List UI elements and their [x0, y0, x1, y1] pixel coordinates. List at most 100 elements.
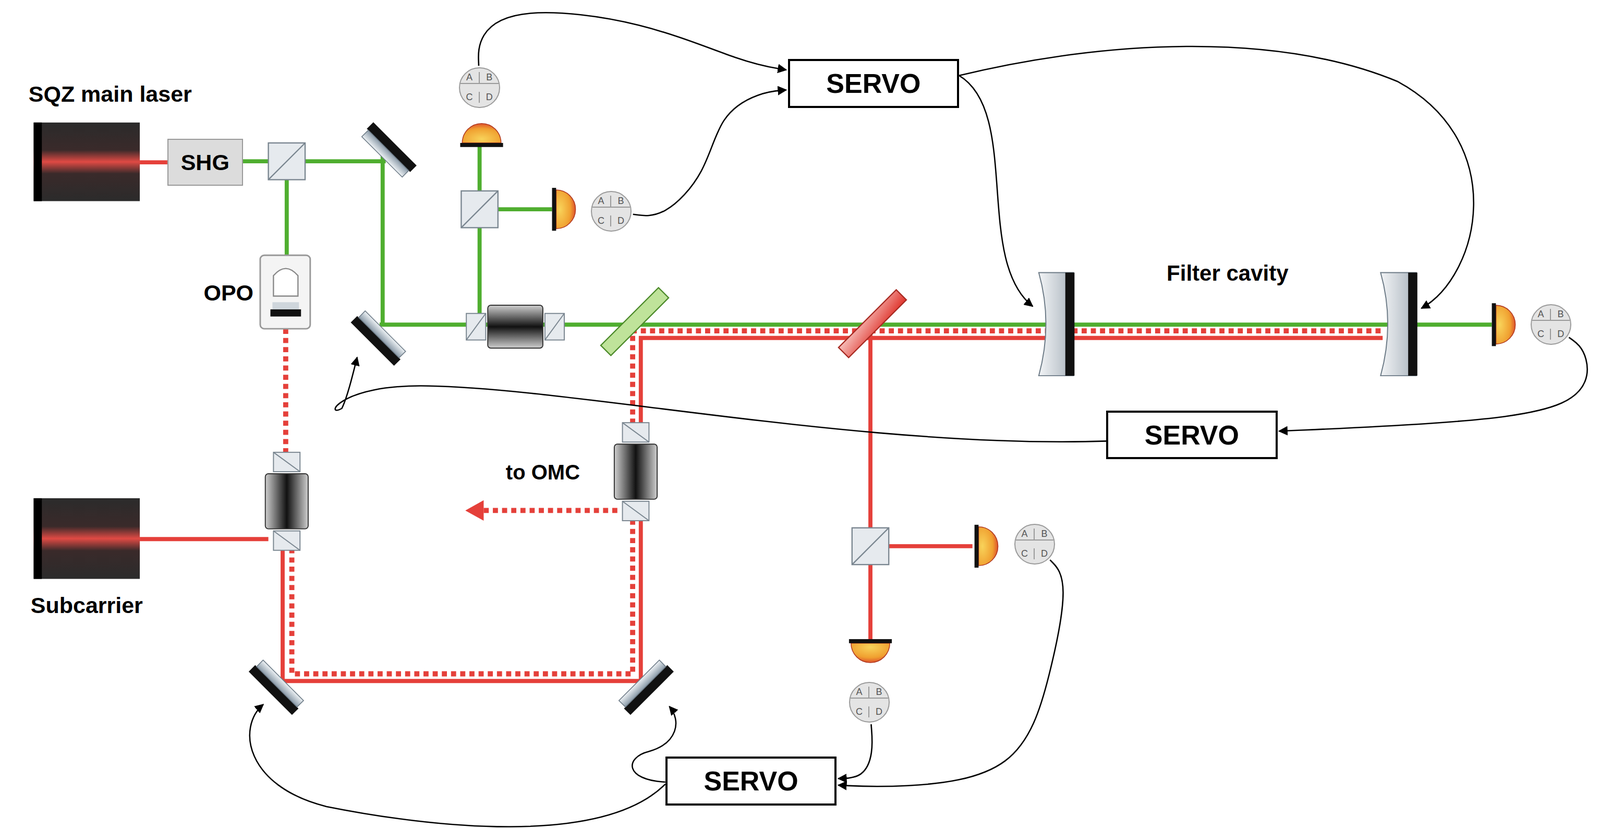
actuator-wire	[959, 46, 1474, 309]
node-text: SERVO	[1144, 419, 1240, 451]
quadrant-letter: C	[850, 706, 870, 718]
squeezed-beam	[481, 507, 618, 514]
photodiode	[849, 638, 892, 663]
photodiode	[974, 524, 999, 568]
beamsplitter	[461, 190, 498, 228]
node-text: SQZ main laser	[28, 81, 192, 107]
laser-heading: Subcarrier	[27, 591, 147, 620]
red-beam	[139, 162, 1383, 681]
squeezed-beam	[632, 330, 1383, 424]
steering-mirror	[248, 658, 306, 715]
quadrant-letter: A	[1531, 308, 1551, 321]
steering-mirror	[617, 658, 674, 715]
filter-cavity-mirror	[1408, 272, 1418, 376]
quadrant-letter: B	[869, 686, 889, 699]
beamsplitter	[852, 527, 889, 565]
quadrant-letter: D	[1034, 548, 1054, 560]
quadrant-photodiode: ABCD	[849, 681, 890, 723]
filter-cavity-mirror	[1038, 272, 1075, 376]
quadrant-letter: C	[1531, 328, 1551, 340]
quadrant-photodiode: ABCD	[1014, 523, 1056, 565]
output-label: to OMC	[505, 460, 580, 484]
faraday-isolator	[265, 452, 309, 551]
quadrant-letter: D	[479, 91, 500, 103]
photodiode	[849, 638, 892, 663]
node-text: SERVO	[826, 67, 921, 100]
omc-arrowhead	[465, 500, 484, 521]
dichroic-mirror	[600, 287, 669, 356]
subcarrier-laser	[33, 498, 140, 579]
red-beam	[139, 160, 168, 165]
quadrant-letter: A	[459, 71, 480, 84]
red-beam	[888, 543, 973, 549]
quadrant-letter: A	[850, 686, 870, 699]
squeezed-beam	[292, 520, 634, 674]
quadrant-letter: A	[1015, 528, 1035, 541]
node-text: Subcarrier	[30, 592, 143, 618]
signal-wire	[478, 12, 786, 70]
red-beam	[868, 564, 873, 644]
cavity-label: Filter cavity	[1166, 260, 1289, 286]
servo-box: SERVO	[665, 756, 838, 806]
quadrant-letter: A	[591, 195, 612, 208]
steering-mirror	[360, 122, 417, 179]
quadrant-letter: B	[479, 71, 500, 84]
quadrant-letter: C	[459, 91, 480, 103]
filter-cavity-mirror	[1065, 272, 1075, 376]
red-beam	[282, 520, 641, 681]
actuator-wire	[249, 46, 1474, 827]
signal-wire	[838, 559, 1063, 786]
faraday-isolator	[614, 422, 658, 521]
sqz-main-laser	[33, 122, 140, 202]
opo-cavity	[260, 255, 311, 329]
quadrant-letter: B	[611, 195, 631, 208]
faraday-isolator	[466, 305, 565, 348]
steering-mirror	[350, 309, 408, 366]
filter-cavity-mirror	[1380, 272, 1417, 376]
faraday-isolator	[265, 452, 309, 551]
actuator-wire	[959, 75, 1033, 307]
green-beam	[380, 153, 385, 325]
dichroic-mirror	[838, 289, 907, 358]
servo-box: SERVO	[1106, 410, 1278, 460]
signal-wire	[1279, 337, 1588, 432]
steering-mirror	[360, 122, 417, 179]
steering-mirror	[248, 658, 306, 715]
faraday-isolator	[466, 305, 565, 348]
node-text: OPO	[203, 280, 254, 306]
opo-cavity	[260, 255, 311, 329]
photodiode	[1492, 302, 1516, 346]
quadrant-photodiode: ABCD	[458, 67, 500, 108]
steering-mirror	[617, 658, 674, 715]
quadrant-photodiode: ABCD	[1530, 304, 1572, 345]
photodiode	[1492, 302, 1516, 346]
opo-heading: OPO	[200, 279, 257, 307]
photodiode	[459, 123, 503, 148]
dichroic-mirror	[838, 289, 907, 358]
signal-wire	[633, 90, 787, 216]
red-beam	[139, 536, 269, 541]
signal-wire	[838, 723, 872, 779]
steering-mirror	[350, 309, 408, 366]
green-beam	[243, 142, 1493, 325]
servo-box: SERVO	[788, 58, 960, 108]
quadrant-letter: D	[611, 215, 631, 227]
quadrant-letter: B	[1034, 528, 1054, 541]
quadrant-letter: B	[1550, 308, 1571, 321]
actuator-wire	[249, 704, 666, 827]
laser-heading: SQZ main laser	[25, 80, 196, 108]
squeezed-beam	[283, 328, 289, 455]
shg-box: SHG	[167, 138, 244, 186]
subcarrier-laser	[33, 498, 140, 579]
opo-cavity	[272, 301, 299, 310]
node-text: SERVO	[704, 765, 799, 797]
quadrant-photodiode: ABCD	[590, 190, 632, 232]
opo-cavity	[273, 268, 298, 297]
faraday-isolator	[614, 422, 658, 521]
quadrant-letter: D	[1550, 328, 1571, 340]
node-text: SHG	[180, 149, 230, 176]
